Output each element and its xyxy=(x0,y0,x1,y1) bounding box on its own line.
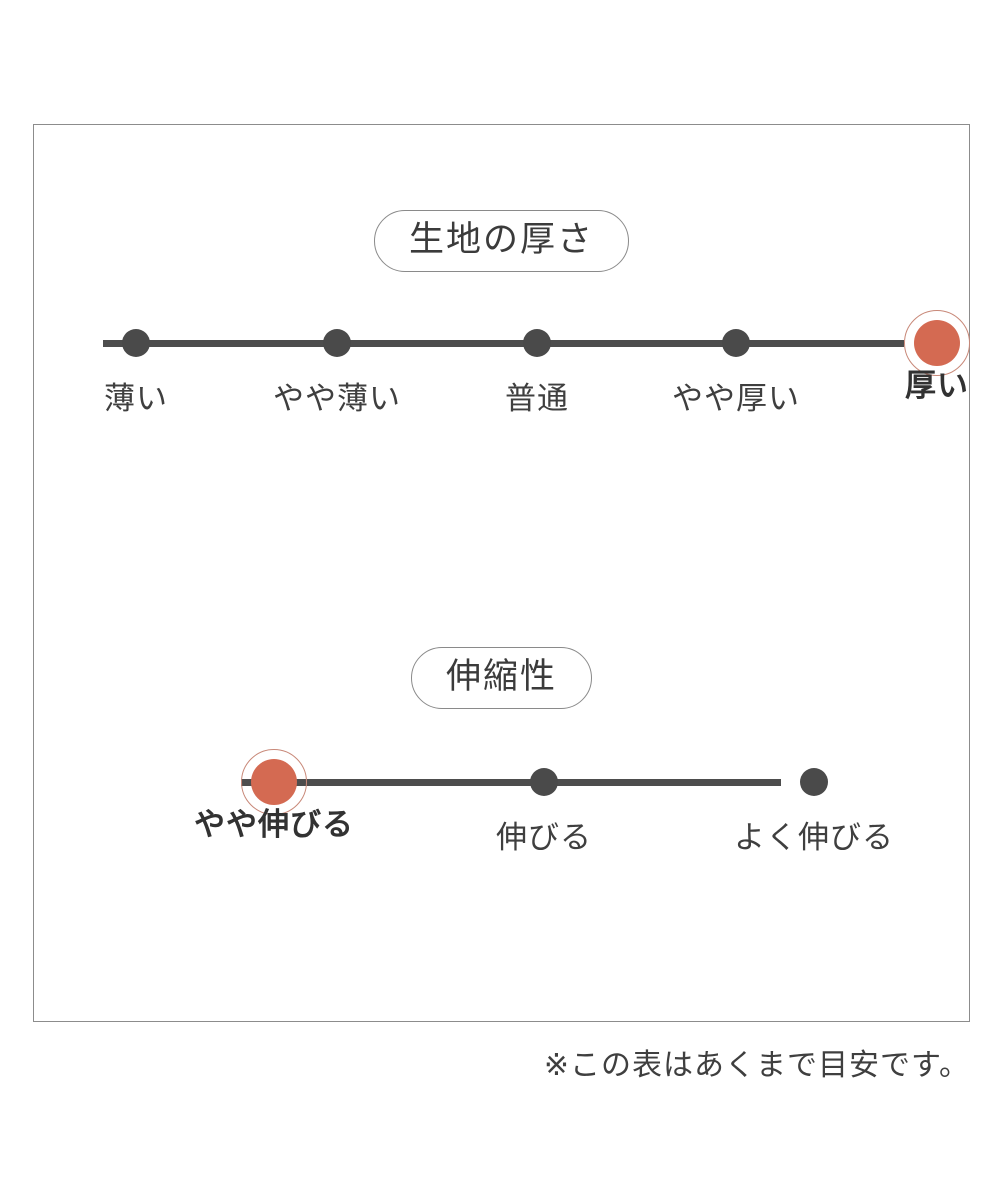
scale-dot-selected-icon xyxy=(241,749,307,815)
stretch-tick-label-1: 伸びる xyxy=(496,820,592,855)
thickness-tick-label-4: 厚い xyxy=(905,368,969,403)
thickness-scale: 薄い やや薄い 普通 やや厚い 厚い xyxy=(34,310,970,460)
scale-dot-icon xyxy=(530,768,558,796)
thickness-track xyxy=(103,340,904,347)
thickness-tick-0[interactable]: 薄い xyxy=(104,329,167,414)
disclaimer-note: ※この表はあくまで目安です。 xyxy=(543,1049,970,1082)
stretch-tick-1[interactable]: 伸びる xyxy=(496,768,591,853)
thickness-tick-3[interactable]: やや厚い xyxy=(672,329,799,414)
stretch-title-pill: 伸縮性 xyxy=(410,647,592,709)
stretch-tick-label-2: よく伸びる xyxy=(734,820,894,855)
scale-dot-icon xyxy=(122,329,150,357)
thickness-tick-1[interactable]: やや薄い xyxy=(273,329,400,414)
fabric-spec-panel: 生地の厚さ 薄い やや薄い 普通 やや厚い 厚い xyxy=(33,124,970,1022)
scale-dot-icon xyxy=(323,329,351,357)
thickness-tick-label-0: 薄い xyxy=(104,381,168,416)
stretch-title-wrap: 伸縮性 xyxy=(34,647,969,709)
thickness-tick-label-1: やや薄い xyxy=(273,381,401,416)
thickness-tick-label-3: やや厚い xyxy=(672,381,800,416)
scale-dot-icon xyxy=(722,329,750,357)
stretch-tick-label-0: やや伸びる xyxy=(194,807,354,842)
scale-dot-selected-icon xyxy=(904,310,970,376)
stretch-tick-0-selected[interactable]: やや伸びる xyxy=(194,749,353,840)
scale-dot-icon xyxy=(523,329,551,357)
stretch-tick-2[interactable]: よく伸びる xyxy=(734,768,893,853)
thickness-title-wrap: 生地の厚さ xyxy=(34,210,969,272)
thickness-tick-4-selected[interactable]: 厚い xyxy=(904,310,970,401)
thickness-tick-2[interactable]: 普通 xyxy=(505,329,568,414)
scale-dot-icon xyxy=(800,768,828,796)
thickness-tick-label-2: 普通 xyxy=(505,381,569,416)
stretch-scale: やや伸びる 伸びる よく伸びる xyxy=(34,749,969,899)
thickness-title-pill: 生地の厚さ xyxy=(373,210,629,272)
stretch-track xyxy=(241,779,781,786)
